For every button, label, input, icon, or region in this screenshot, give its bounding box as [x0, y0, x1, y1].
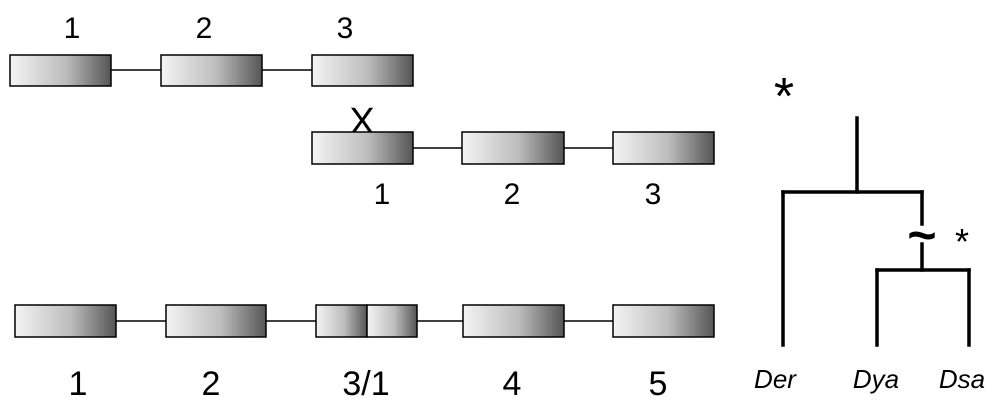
exon-label: 3/1	[342, 365, 389, 403]
exon-box	[462, 304, 565, 338]
exon-label: 4	[503, 365, 522, 403]
exon-box	[612, 131, 715, 165]
exon-label: 5	[649, 365, 668, 403]
exon-box	[9, 54, 112, 87]
exon-label: 2	[504, 178, 521, 211]
exon-box	[14, 304, 117, 338]
exon-box	[461, 131, 565, 165]
exon-label: 1	[69, 365, 88, 403]
species-label-der: Der	[754, 364, 797, 394]
exon-box	[160, 54, 263, 87]
tree-branch-asterisk: *	[955, 221, 969, 262]
species-label-dya: Dya	[853, 364, 899, 394]
tree-root-asterisk: *	[774, 68, 794, 126]
exon-label: 2	[196, 12, 213, 45]
fusion-gene	[14, 304, 715, 338]
exon-label: 2	[202, 365, 221, 403]
gene-a	[9, 54, 414, 87]
exon-box	[612, 304, 715, 338]
exon-box	[311, 54, 414, 87]
exon-label: 3	[337, 12, 354, 45]
exon-label: 1	[64, 12, 81, 45]
fused-exon-right	[366, 304, 418, 338]
exon-label: 3	[645, 178, 662, 211]
tree-break-symbol: ~	[907, 207, 936, 263]
exon-box	[165, 304, 267, 338]
phylogenetic-tree	[781, 116, 971, 347]
exon-label: 1	[374, 178, 391, 211]
fused-exon-left	[315, 304, 368, 338]
gene-b	[311, 131, 715, 165]
species-label-dsa: Dsa	[939, 364, 985, 394]
exon-box	[311, 131, 414, 165]
